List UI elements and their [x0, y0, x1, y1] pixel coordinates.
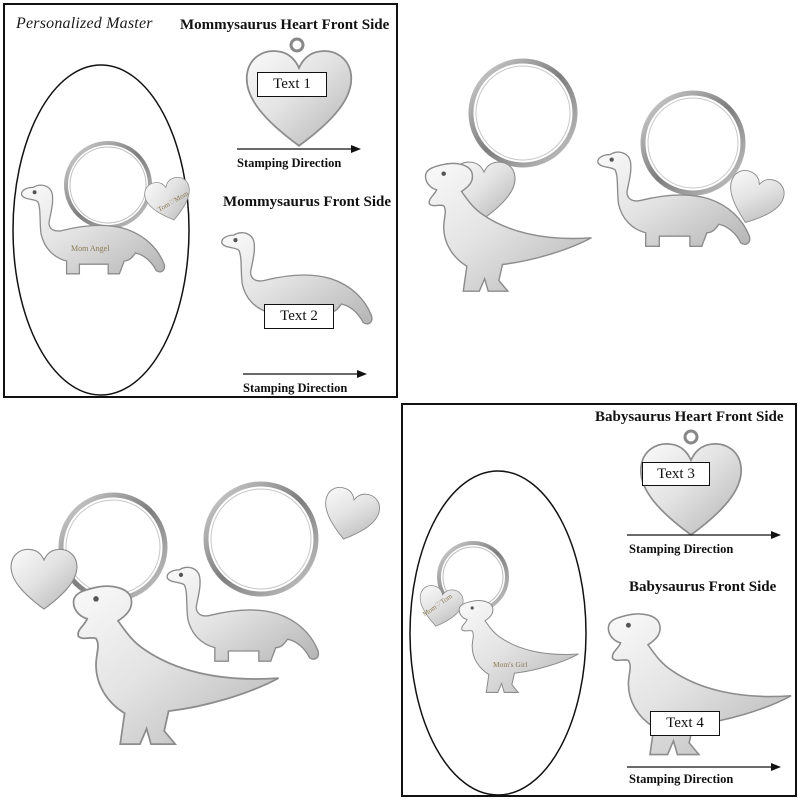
babysaurus-panel: Mom♡Tom Mom's Girl Babysaurus Heart Fron… — [401, 403, 797, 797]
sample-oval-baby: Mom♡Tom Mom's Girl — [409, 470, 587, 796]
keychain-photo-bottom — [3, 403, 398, 797]
heart-direction-label: Stamping Direction — [237, 156, 342, 170]
keychains-image — [424, 58, 789, 292]
baby-heart-direction-label: Stamping Direction — [629, 542, 734, 556]
dino-tag-image — [220, 231, 373, 327]
brand-logo-text: Personalized Master — [16, 15, 153, 32]
baby-dino-title: Babysaurus Front Side — [629, 579, 777, 595]
baby-heart-text-box: Text 3 — [642, 462, 710, 486]
baby-dino-direction-label: Stamping Direction — [629, 772, 734, 786]
keychain-photo-top — [403, 3, 797, 398]
keychains-image-2 — [10, 481, 384, 746]
dino-text-box: Text 2 — [264, 304, 334, 329]
dino-engraving: Mom Angel — [71, 244, 110, 253]
heart-text-box: Text 1 — [257, 72, 327, 97]
baby-dino-direction-arrow — [627, 763, 781, 771]
baby-heart-tag-image — [639, 429, 743, 536]
dino-direction-label: Stamping Direction — [243, 381, 348, 395]
heart-direction-arrow — [237, 145, 361, 153]
dino-direction-arrow — [243, 370, 367, 378]
sample-oval: Tom♡Mom Mom Angel — [12, 64, 197, 396]
dino-engraving-baby: Mom's Girl — [493, 660, 527, 669]
baby-heart-direction-arrow — [627, 531, 781, 539]
mommysaurus-panel: Personalized Master Tom♡Mom Mom Angel Mo… — [3, 3, 398, 398]
baby-heart-title: Babysaurus Heart Front Side — [595, 409, 784, 425]
baby-dino-text-box: Text 4 — [650, 711, 720, 736]
baby-dino-tag-image — [607, 613, 792, 756]
heart-title: Mommysaurus Heart Front Side — [180, 17, 390, 33]
heart-tag-image — [245, 37, 353, 147]
dino-title: Mommysaurus Front Side — [223, 194, 392, 210]
